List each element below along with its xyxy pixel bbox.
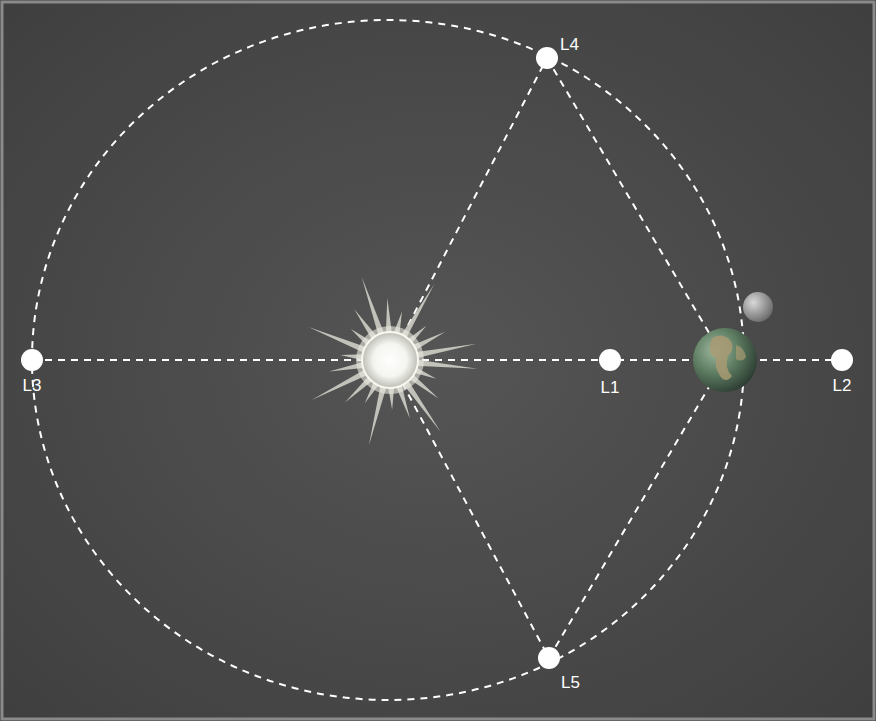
point-label: L5 bbox=[561, 674, 580, 691]
point-label: L3 bbox=[23, 377, 42, 394]
point-label: L1 bbox=[601, 379, 620, 396]
point-label: L2 bbox=[833, 377, 852, 394]
point-label: L4 bbox=[560, 36, 579, 53]
